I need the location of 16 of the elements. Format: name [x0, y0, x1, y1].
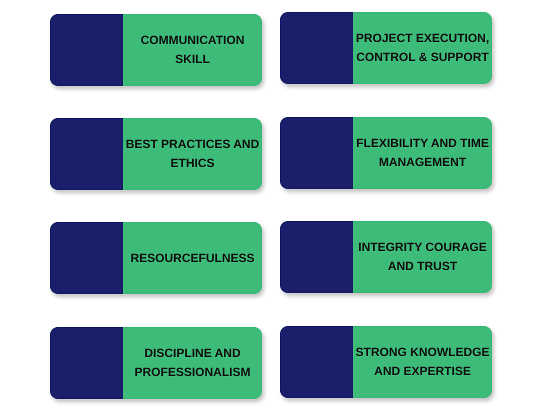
skill-card — [280, 221, 492, 293]
skill-card — [280, 326, 492, 398]
card-text: COMMUNICATION SKILL — [140, 32, 246, 68]
card-text: DISCIPLINE AND PROFESSIONALISM — [133, 345, 252, 381]
skill-card — [280, 117, 492, 189]
card-text: INTEGRITY COURAGE AND TRUST — [357, 239, 488, 275]
skill-card — [50, 222, 262, 294]
skill-card — [50, 118, 262, 190]
skill-card — [50, 327, 262, 399]
card-text: FLEXIBILITY AND TIME MANAGEMENT — [355, 135, 490, 171]
skill-card — [50, 14, 262, 86]
card-text: BEST PRACTICES AND ETHICS — [124, 136, 260, 172]
skill-card — [280, 12, 492, 84]
card-text: PROJECT EXECUTION, CONTROL & SUPPORT — [354, 30, 490, 66]
card-text: STRONG KNOWLEDGE AND EXPERTISE — [354, 344, 490, 380]
card-text: RESOURCEFULNESS — [130, 250, 254, 266]
